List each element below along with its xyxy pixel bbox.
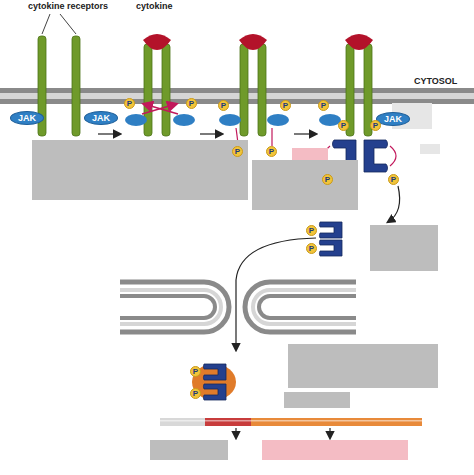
protein-label: JAK <box>384 114 402 124</box>
phosphate-label: P <box>127 99 132 108</box>
phosphate-group: P <box>322 174 333 185</box>
jak-kinase: JAK <box>10 111 44 125</box>
phosphate-label: P <box>341 121 346 130</box>
phosphate-group: P <box>218 100 229 111</box>
phosphate-label: P <box>283 101 288 110</box>
phosphate-group: P <box>306 243 317 254</box>
phosphate-label: P <box>193 389 198 398</box>
region-label: CYTOSOL <box>414 76 457 86</box>
phosphate-label: P <box>221 101 226 110</box>
phosphate-group: P <box>266 146 277 157</box>
phosphate-label: P <box>325 175 330 184</box>
jak-kinase: JAK <box>376 112 410 126</box>
phosphate-group: P <box>190 388 201 399</box>
phosphate-group: P <box>318 100 329 111</box>
phosphate-label: P <box>193 367 198 376</box>
phosphate-group: P <box>186 98 197 109</box>
protein-label: JAK <box>18 113 36 123</box>
phosphate-group: P <box>232 146 243 157</box>
phosphate-label: P <box>309 226 314 235</box>
phosphate-group: P <box>190 366 201 377</box>
phosphate-label: P <box>373 121 378 130</box>
phosphate-group: P <box>388 174 399 185</box>
phosphate-group: P <box>124 98 135 109</box>
part-label: cytokine <box>136 1 173 11</box>
phosphate-label: P <box>269 147 274 156</box>
phosphate-label: P <box>235 147 240 156</box>
phosphate-label: P <box>391 175 396 184</box>
phosphate-label: P <box>309 244 314 253</box>
part-label: cytokine receptors <box>28 1 108 11</box>
phosphate-label: P <box>189 99 194 108</box>
jak-kinase: JAK <box>84 111 118 125</box>
protein-label: JAK <box>92 113 110 123</box>
phosphate-group: P <box>280 100 291 111</box>
phosphate-group: P <box>306 225 317 236</box>
phosphate-label: P <box>321 101 326 110</box>
phosphate-group: P <box>338 120 349 131</box>
phosphate-group: P <box>370 120 381 131</box>
